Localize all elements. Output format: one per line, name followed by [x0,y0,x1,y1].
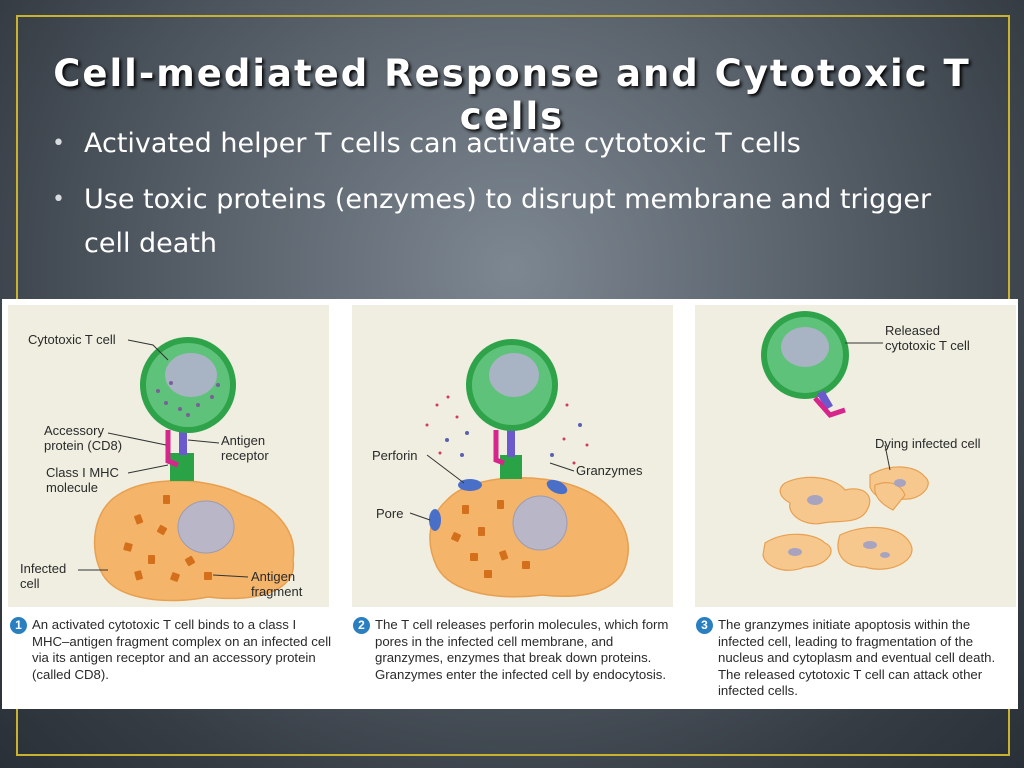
caption-text: The T cell releases perforin molecules, … [375,617,669,682]
label-cytotoxic-t-cell: Cytotoxic T cell [28,332,116,347]
cd8-shape [813,396,846,418]
infected-nucleus [177,500,235,554]
label-dying-cell: Dying infected cell [875,436,981,451]
label-accessory-protein: Accessory protein (CD8) [44,423,123,453]
tcell-nucleus [165,353,217,397]
bullet-text: Use toxic proteins (enzymes) to disrupt … [84,184,932,259]
antigen-fragments [451,500,530,578]
label-class-mhc: Class I MHC molecule [46,465,119,495]
caption-text: An activated cytotoxic T cell binds to a… [32,617,332,682]
mhc-molecule [170,453,194,481]
tcell-nucleus [489,353,539,397]
label-infected-cell: Infected cell [20,561,67,591]
label-leaders [78,339,249,578]
apoptosis-illustration [761,311,929,571]
label-leaders [409,454,575,521]
label-pore: Pore [376,506,404,521]
antigen-receptor-shape [507,425,515,457]
label-antigen-fragment: Antigen fragment [251,569,303,599]
caption-step-3: 3 The granzymes initiate apoptosis withi… [696,617,1018,700]
antigen-receptor-shape [817,390,833,410]
infected-nucleus [512,495,568,551]
tcell-granules [156,381,220,417]
step-badge: 2 [353,617,370,634]
caption-step-1: 1 An activated cytotoxic T cell binds to… [10,617,332,683]
antigen-receptor-shape [179,425,187,455]
panel-perforin: Perforin Granzymes Pore [352,305,673,607]
caption-step-2: 2 The T cell releases perforin molecules… [353,617,675,683]
perforin-illustration [409,339,629,598]
bullet-text: Activated helper T cells can activate cy… [84,128,801,159]
pore-complexes [429,479,568,531]
diagram-figure: Cytotoxic T cell Accessory protein (CD8)… [2,299,1018,709]
slide-title: Cell-mediated Response and Cytotoxic T c… [53,52,971,138]
cell-fragments [762,466,929,571]
antigen-fragments [123,495,212,582]
bullet-list: • Activated helper T cells can activate … [52,122,972,278]
panel-binding: Cytotoxic T cell Accessory protein (CD8)… [8,305,329,607]
perforin-granzyme-dots [425,395,589,465]
label-antigen-receptor: Antigen receptor [221,433,269,463]
nucleus-fragments [788,479,906,558]
label-granzymes: Granzymes [576,463,643,478]
label-released-t-cell: Released cytotoxic T cell [885,323,970,353]
bullet-item: • Use toxic proteins (enzymes) to disrup… [52,178,972,266]
step-badge: 3 [696,617,713,634]
label-leaders [845,342,891,471]
caption-text: The granzymes initiate apoptosis within … [718,617,996,698]
step-badge: 1 [10,617,27,634]
cd8-shape [165,430,179,468]
cd8-shape [493,430,505,466]
panel-apoptosis: Released cytotoxic T cell Dying infected… [695,305,1016,607]
bullet-icon: • [52,187,65,212]
label-perforin: Perforin [372,448,418,463]
binding-illustration [78,337,295,602]
mhc-molecule [500,455,522,479]
tcell-nucleus [781,327,829,367]
bullet-icon: • [52,131,65,156]
bullet-item: • Activated helper T cells can activate … [52,122,972,166]
